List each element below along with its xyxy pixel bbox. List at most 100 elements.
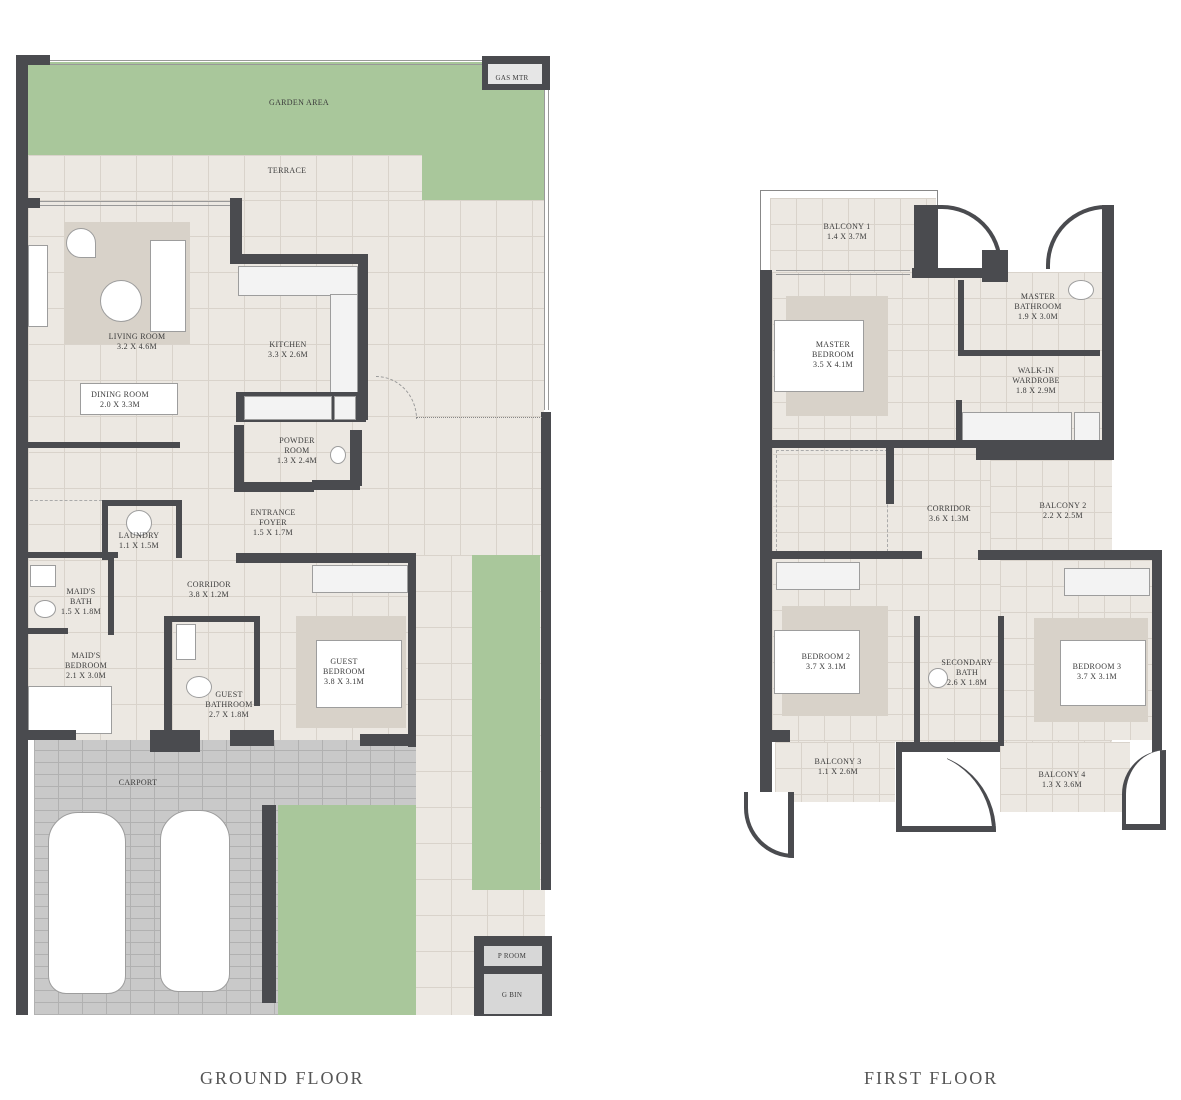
curved-wall-3 [896, 752, 996, 832]
wall-guest-bath-west [164, 616, 172, 742]
wall-powder-west [234, 425, 244, 491]
balcony-2 [990, 460, 1112, 556]
bedroom-2-wardrobe [776, 562, 860, 590]
sliding-door-balcony-1[interactable] [776, 270, 910, 275]
sofa [150, 240, 186, 332]
wall-sec-bath-east [998, 616, 1004, 746]
wall-west [16, 55, 28, 1015]
label-garden-area: GARDEN AREA [269, 98, 329, 107]
wall-powder-se [312, 480, 360, 490]
side-gate [416, 417, 542, 420]
bedroom-2-bed [774, 630, 860, 694]
wall-stair-east [886, 448, 894, 504]
wall-balcony-2-top [976, 440, 1114, 460]
wall-maids-bedroom-top [28, 628, 68, 634]
label-bedroom-3: BEDROOM 33.7 x 3.1M [1072, 662, 1122, 681]
gas-meter-box [488, 64, 542, 84]
maids-bath-shower [30, 565, 56, 587]
label-p-room: P ROOM [497, 952, 527, 960]
toilet-guest [186, 676, 212, 698]
wall-laundry-top [102, 500, 178, 506]
side-grass [472, 555, 540, 890]
armchair [66, 228, 96, 258]
label-balcony-4: BALCONY 41.3 x 3.6M [1038, 770, 1086, 789]
coffee-table [100, 280, 142, 322]
staircase [30, 450, 176, 501]
toilet-master [1068, 280, 1094, 300]
wall-ff-tower-1 [914, 205, 938, 275]
wall-east [541, 412, 551, 890]
wall-ff-west [760, 270, 772, 802]
label-bedroom-2: BEDROOM 23.7 x 3.1M [801, 652, 851, 671]
balcony-3 [775, 742, 895, 802]
curved-wall-5 [744, 792, 794, 858]
wall-bedroom-3-top [978, 550, 1162, 560]
wall-powder-east [350, 430, 362, 486]
guest-shower [176, 624, 196, 660]
toilet-secondary [928, 668, 948, 688]
sliding-door-living[interactable] [40, 201, 230, 206]
label-balcony-3: BALCONY 31.1 x 2.6M [814, 757, 862, 776]
wall-sec-bath-west [914, 616, 920, 746]
wall-guest-bedroom-east [408, 553, 416, 747]
wardrobe-shaft [1074, 412, 1100, 442]
wall-guest-bath-east [254, 616, 260, 706]
wall-kitchen-east [358, 254, 368, 420]
label-balcony-1: BALCONY 11.4 x 3.7M [823, 222, 871, 241]
wall-sec-bath-south [896, 742, 1000, 752]
car-1 [48, 812, 126, 994]
wall-maids-bedroom-south [28, 730, 76, 740]
wall-corridor-top [772, 440, 976, 448]
label-terrace: TERRACE [267, 166, 307, 175]
boundary-fence-east [544, 90, 549, 410]
wall-ff-east [1102, 205, 1114, 455]
curved-wall-2 [1046, 205, 1106, 269]
wall-master-bath-south [960, 350, 1100, 356]
balcony-1 [770, 198, 936, 272]
wall-master-top [912, 268, 982, 278]
balcony-4 [1000, 742, 1130, 812]
kitchen-storage [244, 396, 332, 420]
kitchen-counter-top [238, 266, 358, 296]
tv-unit [28, 245, 48, 327]
label-gas-meter: GAS MTR [495, 74, 529, 82]
first-floor-title: FIRST FLOOR [864, 1068, 999, 1088]
washing-machine [126, 510, 152, 536]
p-room [484, 946, 542, 966]
wall-living-nw [28, 198, 40, 208]
master-bed [774, 320, 864, 392]
wall-stair-top [28, 442, 180, 448]
car-2 [160, 810, 230, 992]
wall-laundry-east [176, 500, 182, 558]
wall-guest-bath-se [230, 730, 274, 746]
wall-kitchen-top [230, 254, 366, 264]
wall-nw [28, 55, 50, 65]
wall-wardrobe-west [956, 400, 962, 444]
toilet-powder [330, 446, 346, 464]
guest-bed [316, 640, 402, 708]
wall-guest-bedroom-south [360, 734, 416, 746]
wall-laundry-west [102, 500, 108, 560]
staircase-ff [776, 450, 888, 552]
wall-balcony-3-nw [760, 730, 790, 742]
label-g-bin: G BIN [501, 991, 523, 999]
wall-guest-bath-south [150, 730, 200, 752]
dining-table [80, 383, 178, 415]
garden-area [28, 62, 544, 160]
maids-bed [28, 686, 112, 734]
wall-bedroom-3-east [1152, 550, 1162, 796]
